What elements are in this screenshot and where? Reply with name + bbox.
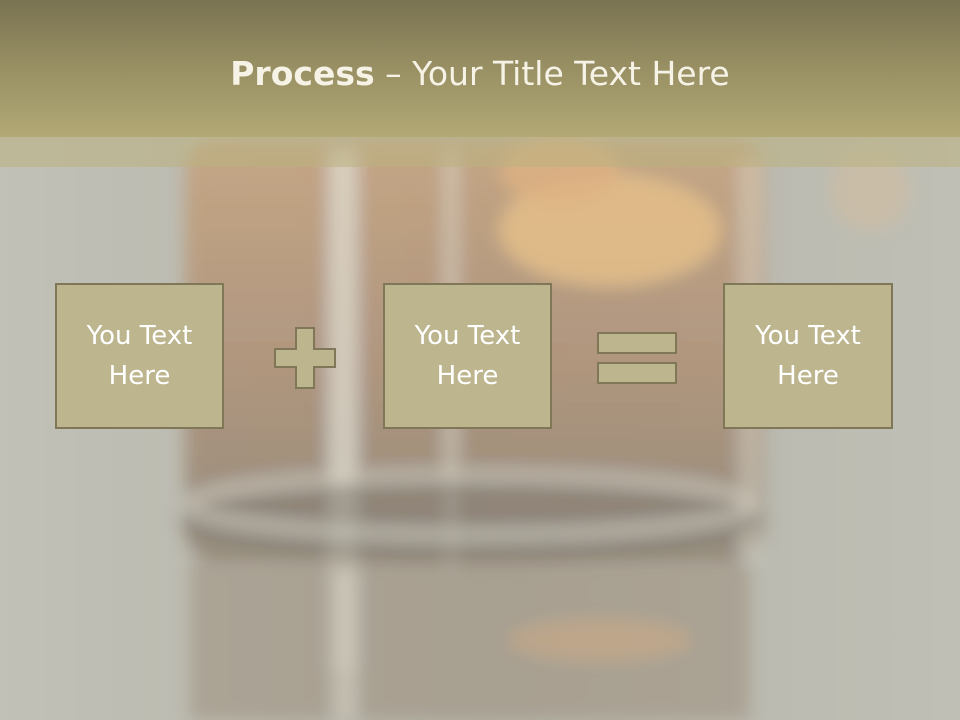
process-step-box-2[interactable]: You Text Here [383,283,552,429]
process-step-box-3[interactable]: You Text Here [723,283,893,429]
title-bar [0,0,960,137]
slide-title-bold: Process [230,54,375,93]
process-step-text-2: You Text Here [414,321,521,391]
title-strip [0,137,960,167]
process-step-box-1[interactable]: You Text Here [55,283,224,429]
slide-title-rest: – Your Title Text Here [374,54,730,93]
equals-icon [597,332,677,384]
plus-icon [274,327,336,389]
slide-title[interactable]: Process – Your Title Text Here [0,52,960,96]
process-step-text-1: You Text Here [86,321,193,391]
process-step-text-3: You Text Here [755,321,861,391]
